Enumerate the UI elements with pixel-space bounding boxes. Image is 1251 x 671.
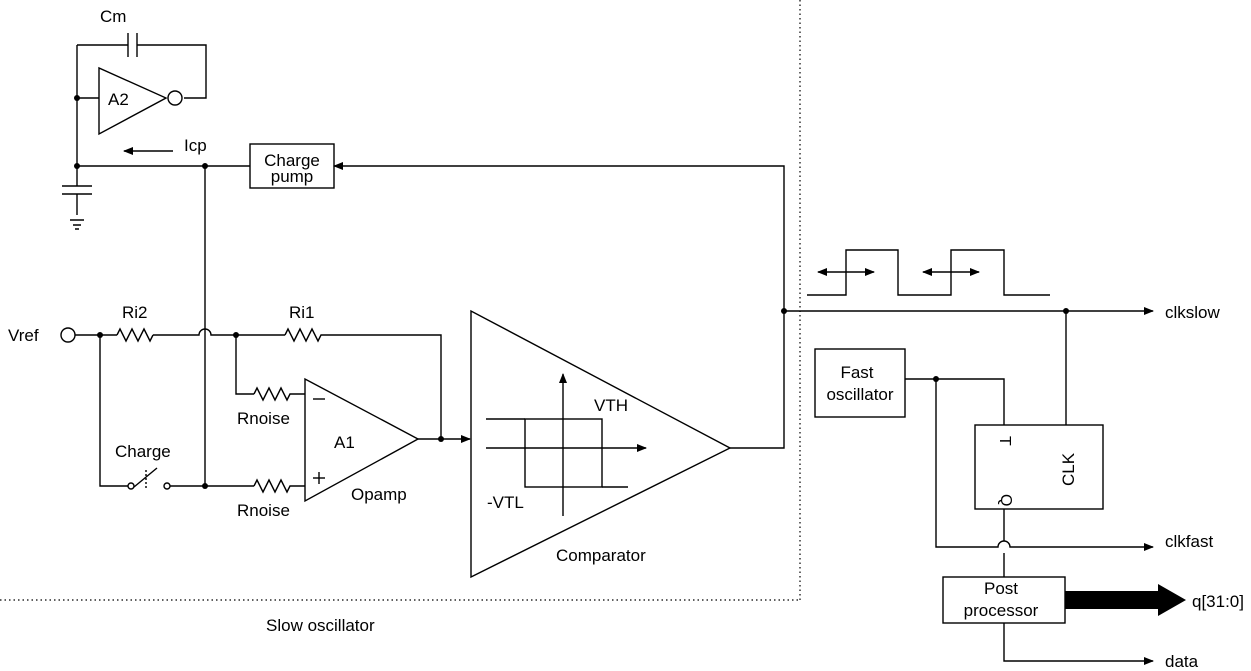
fast-oscillator xyxy=(814,348,906,418)
clkslow-label: clkslow xyxy=(1165,303,1221,322)
inverter-a2 xyxy=(98,66,183,136)
slow-oscillator-boundary xyxy=(0,0,801,601)
icp-label: Icp xyxy=(184,136,207,155)
clkslow-waveform xyxy=(807,249,1050,296)
charge-pump-label-2: pump xyxy=(271,167,314,186)
capacitor-cm-label: Cm xyxy=(100,7,126,26)
clkfast-label: clkfast xyxy=(1165,532,1213,551)
ff-t-label: T xyxy=(996,436,1013,446)
data-wire xyxy=(1003,623,1154,665)
data-label: data xyxy=(1165,652,1199,671)
q-bus-arrow xyxy=(1065,584,1186,616)
vref-label: Vref xyxy=(8,326,39,345)
q-bus-label: q[31:0] xyxy=(1192,592,1244,611)
rnoise-bottom-label: Rnoise xyxy=(237,501,290,520)
slow-oscillator-label: Slow oscillator xyxy=(266,616,375,635)
vtl-label: -VTL xyxy=(487,493,524,512)
post-processor-label-2: processor xyxy=(964,601,1039,620)
clkfast-wire xyxy=(905,376,1154,551)
opamp-a1-label: A1 xyxy=(334,433,355,452)
opamp-caption: Opamp xyxy=(351,485,407,504)
post-processor-label-1: Post xyxy=(984,579,1018,598)
ff-clk-label: CLK xyxy=(1059,452,1078,486)
charge-pump-label-1: Charge xyxy=(264,151,320,170)
comparator xyxy=(470,309,732,579)
charge-switch xyxy=(127,467,171,490)
ri1-label: Ri1 xyxy=(289,303,315,322)
rnoise-top-label: Rnoise xyxy=(237,409,290,428)
input-network xyxy=(60,163,471,494)
integrator-section xyxy=(62,44,250,230)
vth-label: VTH xyxy=(594,396,628,415)
inverter-a2-label: A2 xyxy=(108,90,129,109)
fast-oscillator-label-1: Fast xyxy=(840,363,873,382)
feedback-wire xyxy=(333,162,785,449)
ri2-label: Ri2 xyxy=(122,303,148,322)
opamp-a1 xyxy=(304,377,420,503)
fast-oscillator-label-2: oscillator xyxy=(826,385,893,404)
charge-switch-label: Charge xyxy=(115,442,171,461)
comparator-label: Comparator xyxy=(556,546,646,565)
flip-flop xyxy=(974,424,1104,510)
ff-q-label: Q xyxy=(997,494,1014,506)
capacitor-cm xyxy=(127,33,138,57)
